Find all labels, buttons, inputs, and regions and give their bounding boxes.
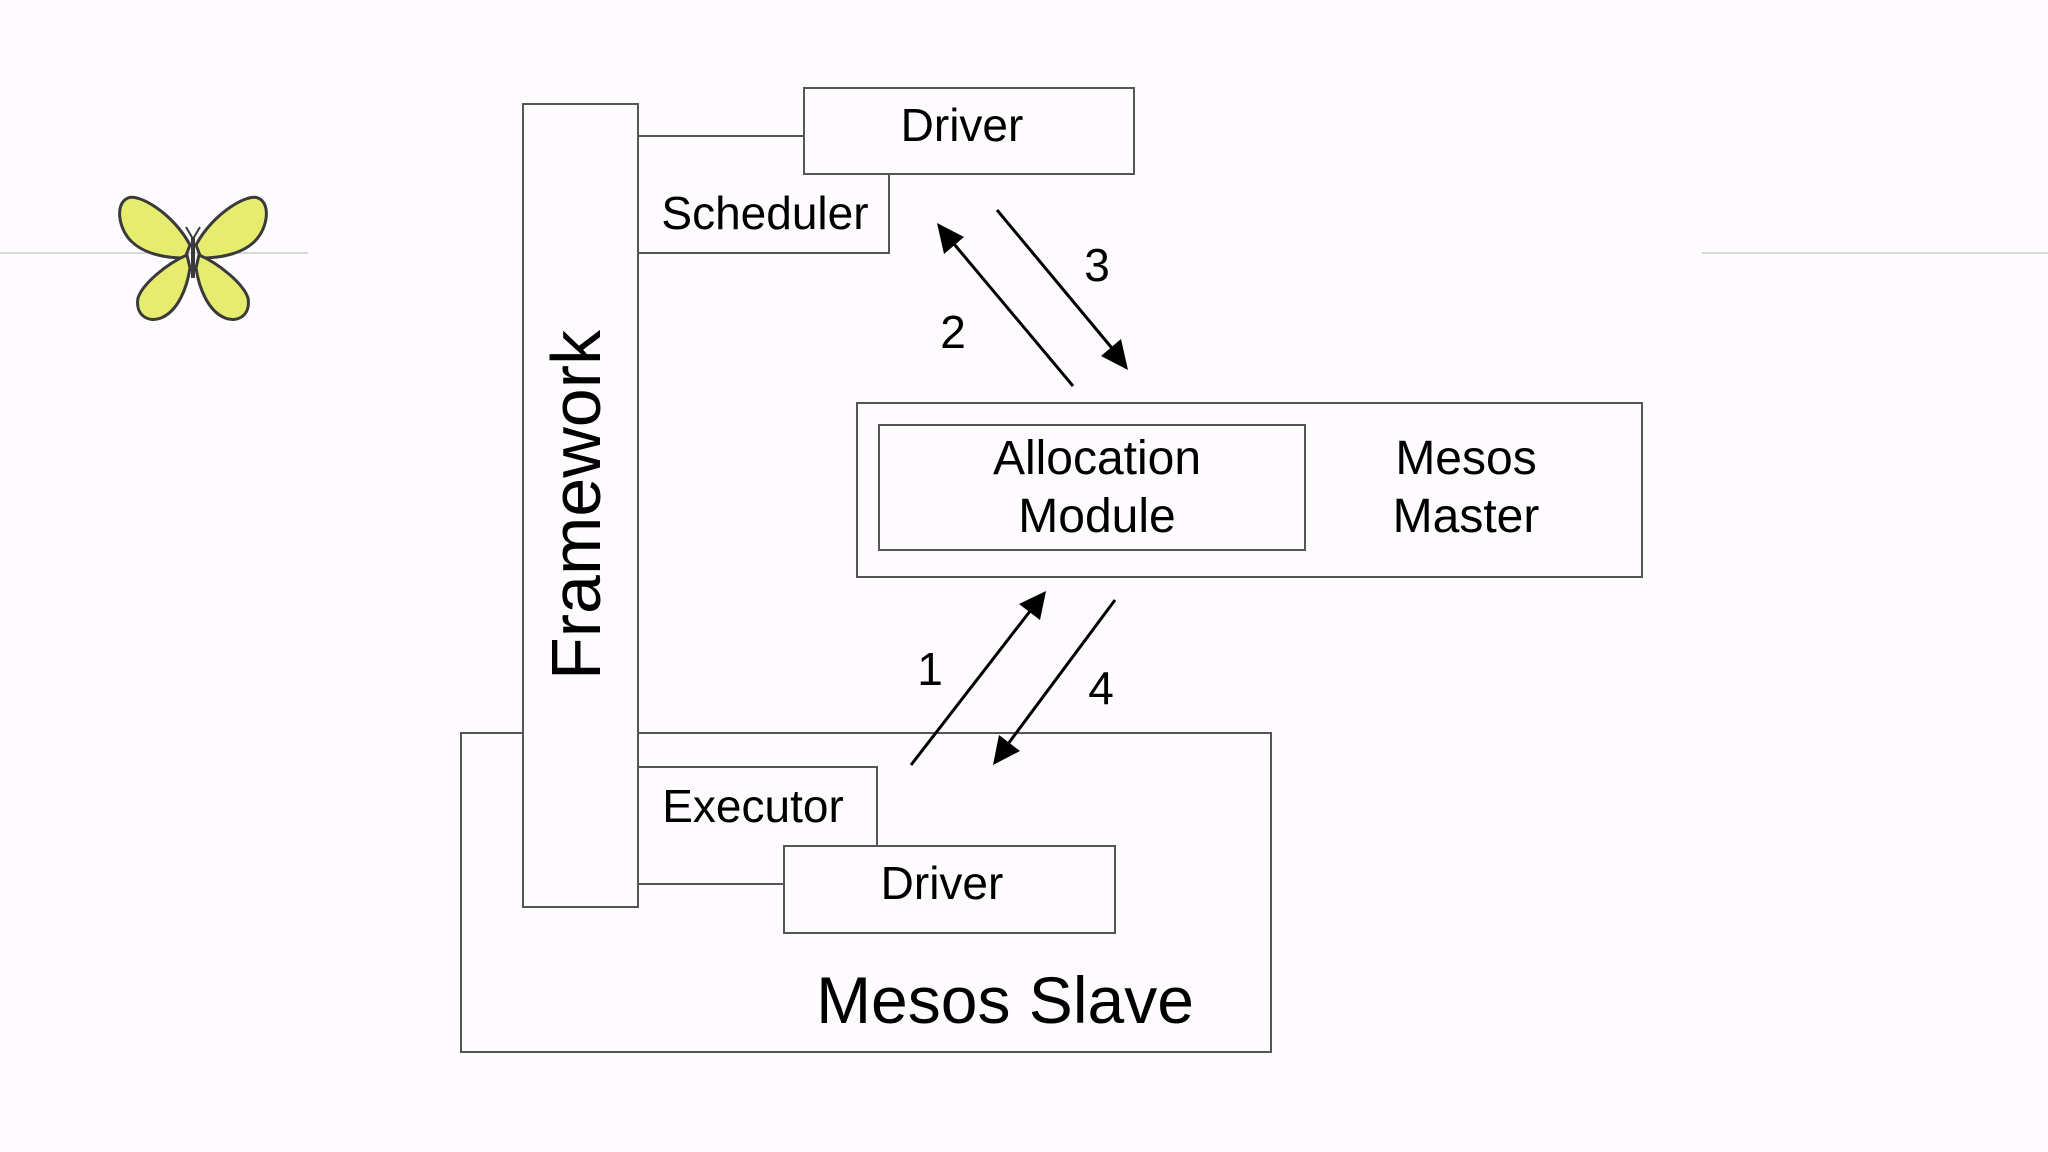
- scheduler-driver-box: [803, 87, 1135, 175]
- mesos-master-label-line1: Mesos: [1395, 432, 1536, 485]
- arrow-2-line: [947, 237, 1075, 387]
- mesos-master-label-line2: Master: [1393, 490, 1540, 543]
- arrow-4-head: [993, 735, 1020, 765]
- executor-label: Executor: [662, 780, 844, 832]
- butterfly-icon: [118, 195, 268, 321]
- arrow-1-line: [909, 605, 1036, 766]
- arrow-4-label: 4: [1088, 662, 1114, 714]
- mesos-slave-box: [460, 732, 1272, 1053]
- arrow-1-head: [1019, 591, 1046, 620]
- framework-box: [522, 103, 639, 908]
- mesos-slave-label: Mesos Slave: [816, 963, 1194, 1037]
- arrow-4-line: [1003, 599, 1117, 749]
- allocation-module-box: [878, 424, 1306, 551]
- arrow-3-head: [1101, 339, 1128, 370]
- scheduler-driver-label: Driver: [901, 99, 1024, 151]
- allocation-module-label-line1: Allocation: [993, 432, 1201, 485]
- arrow-3-line: [995, 209, 1118, 354]
- arrow-3-label: 3: [1084, 239, 1110, 291]
- framework-label: Framework: [537, 329, 615, 680]
- arrow-1-label: 1: [917, 643, 943, 695]
- arrow-2-head: [937, 223, 964, 254]
- mesos-master-box: [856, 402, 1643, 578]
- arrow-2-label: 2: [940, 306, 966, 358]
- executor-driver-label: Driver: [881, 857, 1004, 909]
- scheduler-label: Scheduler: [661, 187, 868, 239]
- allocation-module-label-line2: Module: [1018, 490, 1175, 543]
- executor-driver-box: [783, 845, 1116, 934]
